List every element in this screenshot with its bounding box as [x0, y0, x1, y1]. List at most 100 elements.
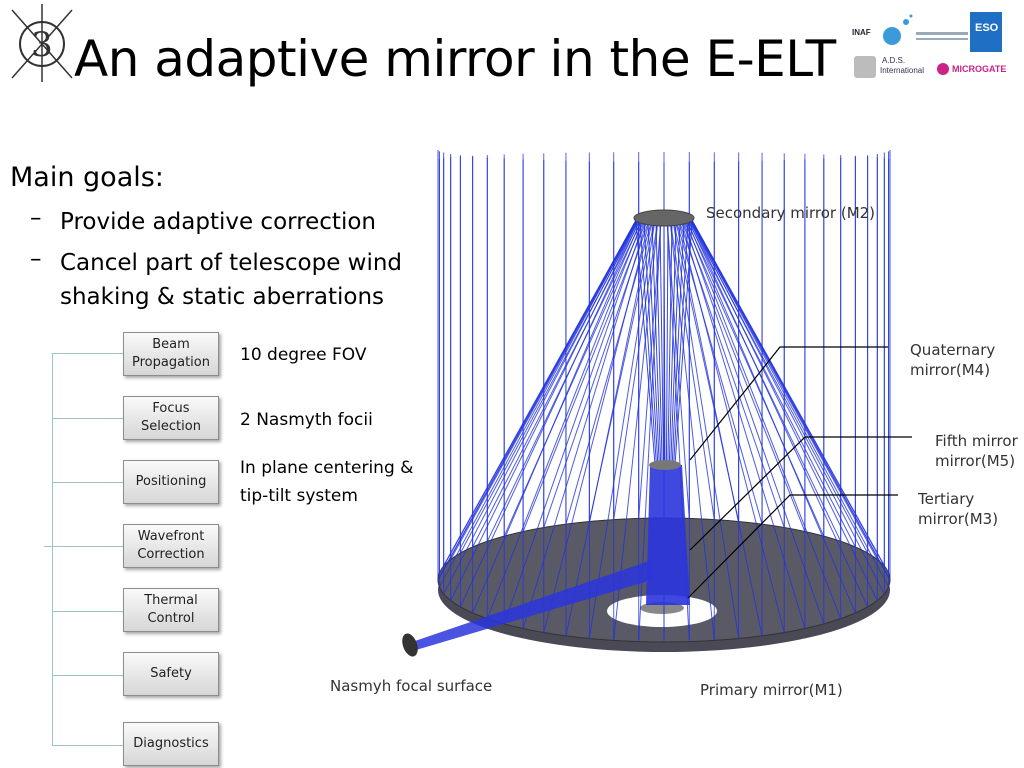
ray-line: [643, 221, 659, 466]
ray-line: [691, 221, 890, 588]
ads-logo-line2: International: [880, 66, 925, 75]
microgate-logo: MICROGATE: [952, 64, 1007, 74]
ray-line: [685, 221, 842, 619]
goal-text: Cancel part of telescope wind shaking & …: [60, 250, 403, 310]
inaf-caption-line: [916, 38, 968, 40]
ray-line: [443, 219, 638, 567]
tree-branch: [52, 353, 123, 354]
quaternary-mirror: [649, 460, 681, 470]
ray-line: [663, 221, 666, 466]
ray-line: [683, 221, 825, 625]
leader-m3: [687, 494, 898, 599]
ray-line: [691, 221, 891, 581]
ray-line: [690, 221, 885, 595]
function-box-beam-propagation: Beam Propagation: [123, 332, 219, 376]
ray-line: [472, 219, 641, 548]
bullet-dash: –: [30, 205, 42, 231]
ray-line: [680, 221, 806, 629]
ray-line: [683, 219, 825, 537]
bullet-dash: –: [30, 246, 42, 272]
label-nasmyth-focal-surface: Nasmyh focal surface: [330, 677, 493, 695]
sponsor-logos: INAF ESO A.D.S. International MICROGATE: [850, 8, 1020, 88]
nasmyth-beam: [412, 560, 652, 650]
ray-line: [565, 221, 653, 636]
ray-line: [689, 221, 878, 601]
ray-line: [674, 221, 693, 466]
goal-item: – Cancel part of telescope wind shaking …: [30, 246, 420, 314]
ray-line: [486, 219, 643, 542]
label-primary-mirror: Primary mirror(M1): [700, 681, 843, 699]
ray-line: [675, 221, 763, 636]
page-title: An adaptive mirror in the E-ELT: [74, 30, 836, 88]
ray-line: [503, 219, 645, 537]
ray-line: [565, 219, 653, 525]
ray-line: [651, 221, 662, 466]
tree-branch: [52, 482, 123, 483]
ray-line: [486, 221, 643, 619]
ray-line: [635, 221, 656, 466]
nasmyth-focal-surface: [402, 633, 418, 657]
ray-line: [667, 221, 673, 466]
adaptive-optics-logo: 3: [11, 4, 73, 82]
ray-line: [673, 221, 689, 466]
goal-text: Provide adaptive correction: [60, 209, 376, 235]
ray-line: [665, 221, 669, 466]
ray-line: [675, 219, 763, 525]
tree-root: [44, 546, 53, 547]
label-tertiary-mirror: Tertiary mirror(M3): [918, 490, 999, 528]
tree-branch: [52, 611, 123, 612]
inaf-logo: INAF: [852, 28, 871, 37]
ray-line: [670, 221, 681, 466]
ray-line: [588, 219, 656, 522]
ray-line: [450, 219, 639, 560]
function-box-positioning: Positioning: [123, 460, 219, 504]
tree-branch: [52, 418, 123, 419]
ray-line: [459, 219, 640, 554]
microgate-icon: [937, 63, 949, 75]
converging-rays: [437, 152, 891, 642]
main-goals-heading: Main goals:: [10, 162, 164, 193]
function-box-focus-selection: Focus Selection: [123, 396, 219, 440]
ads-logo-icon: [854, 56, 876, 78]
tree-branch: [52, 675, 123, 676]
function-box-wavefront-correction: Wavefront Correction: [123, 524, 219, 568]
ray-line: [680, 219, 806, 532]
ray-line: [655, 221, 663, 466]
ray-line: [503, 221, 645, 625]
ray-line: [588, 221, 656, 639]
leader-m4: [689, 346, 888, 461]
ray-line: [688, 221, 869, 608]
ray-line: [687, 221, 856, 614]
note-fov: 10 degree FOV: [240, 345, 367, 365]
ray-line: [678, 221, 785, 633]
ray-line: [459, 221, 640, 608]
relay-beam: [646, 465, 690, 605]
tree-branch: [52, 546, 123, 547]
telescope-diagram: [402, 150, 912, 657]
tree-branch: [52, 745, 123, 746]
function-box-diagnostics: Diagnostics: [123, 722, 219, 766]
function-box-thermal-control: Thermal Control: [123, 588, 219, 632]
ray-line: [522, 219, 648, 532]
note-centering: In plane centering & tip-tilt system: [240, 458, 414, 506]
label-secondary-mirror: Secondary mirror (M2): [706, 204, 876, 222]
ray-line: [668, 221, 677, 466]
label-fifth-mirror: Fifth mirror mirror(M5): [935, 432, 1018, 470]
ads-logo-line1: A.D.S.: [882, 56, 906, 65]
ray-line: [687, 219, 856, 548]
ray-line: [647, 221, 660, 466]
note-focii: 2 Nasmyth focii: [240, 410, 373, 430]
inaf-emblem-icon: [883, 14, 913, 45]
goal-item: – Provide adaptive correction: [30, 205, 420, 239]
ray-line: [669, 219, 715, 520]
eso-logo: ESO: [970, 12, 1002, 52]
ray-line: [639, 221, 657, 466]
tree-trunk: [52, 353, 53, 746]
label-quaternary-mirror: Quaternary mirror(M4): [910, 341, 996, 379]
inaf-caption-line: [916, 32, 968, 35]
leader-m5: [689, 436, 912, 551]
ray-line: [543, 219, 650, 528]
ray-line: [522, 221, 648, 629]
secondary-mirror: [633, 209, 695, 227]
ray-line: [671, 221, 685, 466]
